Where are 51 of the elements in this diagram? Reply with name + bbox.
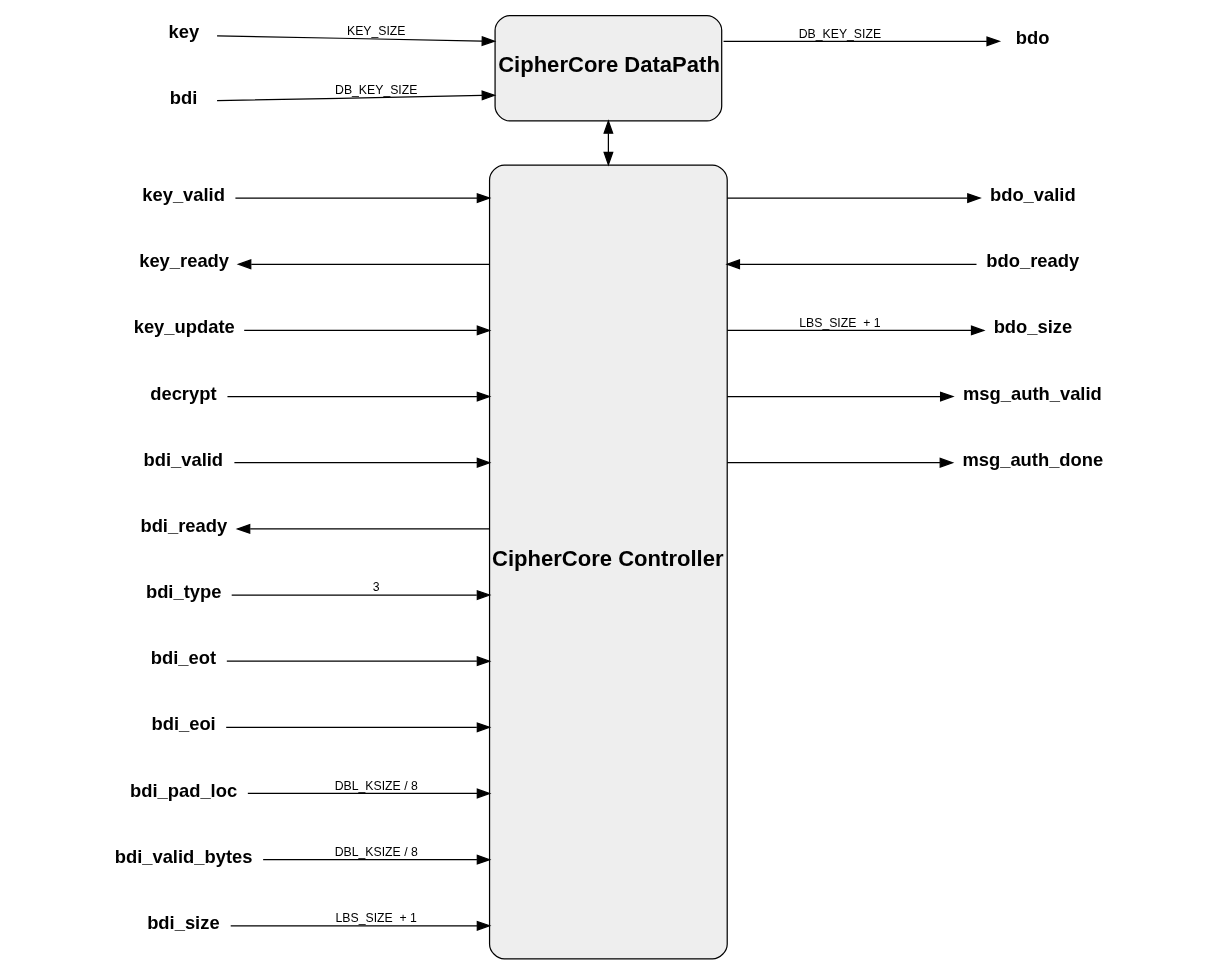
edge-label: LBS_SIZE + 1 bbox=[798, 315, 881, 330]
arrow bbox=[235, 523, 490, 535]
node-text: bdi_pad_loc bbox=[129, 779, 237, 801]
node-text: bdi_valid bbox=[142, 448, 223, 470]
edge-label: DBL_KSIZE / 8 bbox=[334, 778, 418, 793]
arrow bbox=[246, 788, 491, 799]
node-text: bdi_size bbox=[146, 911, 220, 933]
arrow bbox=[234, 192, 491, 204]
arrow bbox=[602, 119, 614, 167]
node-text: msg_auth_done bbox=[961, 448, 1103, 470]
node-text: bdi_type bbox=[145, 581, 221, 603]
edge-label: LBS_SIZE + 1 bbox=[335, 911, 417, 926]
node-text: bdo_ready bbox=[985, 250, 1079, 272]
arrow bbox=[722, 36, 1001, 47]
arrow bbox=[724, 259, 977, 270]
arrow bbox=[726, 325, 986, 336]
arrow bbox=[726, 457, 954, 468]
node-text: bdo_size bbox=[993, 316, 1072, 338]
arrow bbox=[226, 391, 491, 402]
node-text: msg_auth_valid bbox=[962, 382, 1102, 404]
arrow bbox=[726, 391, 955, 402]
edge-label: DBL_KSIZE / 8 bbox=[334, 844, 418, 859]
node-text: key bbox=[168, 21, 199, 43]
arrow bbox=[230, 589, 491, 601]
node-text: key_update bbox=[133, 316, 235, 338]
node-text: bdi_ready bbox=[139, 514, 227, 536]
node-text: bdi_eot bbox=[150, 647, 216, 669]
node-text: bdi_eoi bbox=[150, 713, 216, 735]
node-text: decrypt bbox=[149, 382, 217, 404]
arrow bbox=[726, 192, 982, 204]
node-text: bdo_valid bbox=[989, 184, 1076, 206]
node-text: key_ready bbox=[138, 250, 229, 272]
node-box: CipherCore Controller bbox=[488, 164, 728, 960]
node-text: bdi bbox=[169, 87, 197, 109]
edge-label: KEY_SIZE bbox=[346, 24, 406, 39]
node-text: bdi_valid_bytes bbox=[114, 845, 252, 867]
arrow bbox=[215, 90, 496, 102]
arrow bbox=[262, 854, 491, 865]
edge-label: DB_KEY_SIZE bbox=[334, 82, 417, 97]
arrow bbox=[225, 722, 491, 733]
arrow bbox=[233, 457, 491, 468]
arrow bbox=[243, 325, 491, 336]
arrow bbox=[225, 656, 491, 667]
arrow bbox=[229, 920, 491, 931]
node-text: key_valid bbox=[141, 184, 225, 206]
node-box: CipherCore DataPath bbox=[493, 14, 722, 122]
edge-label: 3 bbox=[372, 580, 380, 595]
arrow bbox=[236, 259, 490, 270]
arrow bbox=[215, 35, 496, 47]
node-text: bdo bbox=[1015, 27, 1049, 49]
edge-label: DB_KEY_SIZE bbox=[798, 26, 881, 41]
